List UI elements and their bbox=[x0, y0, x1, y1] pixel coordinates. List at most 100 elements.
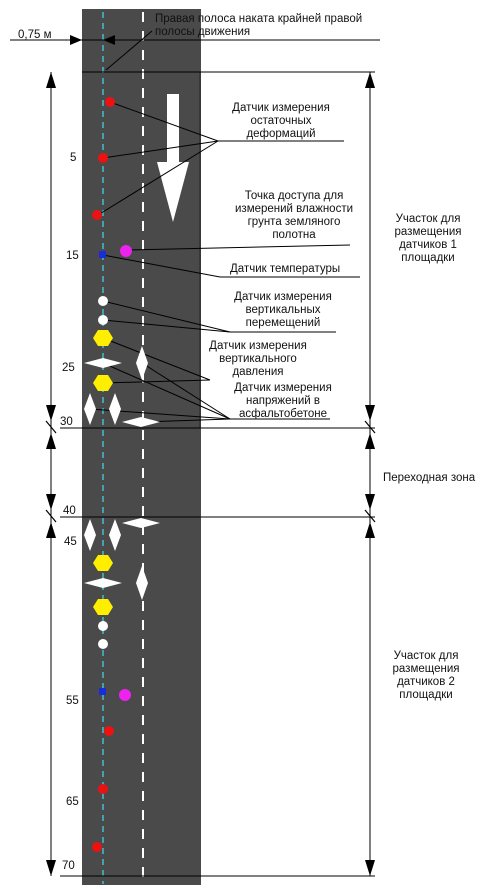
zone1-label-line1: Участок для bbox=[395, 213, 461, 225]
asphalt-stress-sensor bbox=[84, 578, 122, 588]
stress-label-line2: напряжений в bbox=[245, 395, 321, 407]
km-mark: 45 bbox=[64, 536, 77, 548]
asphalt-stress-sensor bbox=[84, 358, 122, 368]
moisture-label-line2: измерений влажности bbox=[234, 203, 354, 215]
moisture-access-point bbox=[120, 245, 132, 257]
zone2-label-line3: датчиков 2 bbox=[397, 676, 455, 688]
right-arrow bbox=[365, 494, 375, 510]
zone2-label-line4: площадки bbox=[399, 689, 453, 701]
residual-deformation-sensor bbox=[105, 97, 115, 107]
leader-moisture bbox=[127, 244, 351, 251]
right-arrow bbox=[365, 72, 375, 88]
residual-label-line1: Датчик измерения bbox=[232, 102, 330, 114]
km-mark: 40 bbox=[63, 505, 76, 517]
pressure-label-line1: Датчик измерения bbox=[209, 340, 307, 352]
zone1-label-line4: площадки bbox=[401, 252, 455, 264]
tick-mark bbox=[364, 509, 376, 523]
traffic-arrow-shaft bbox=[167, 94, 179, 164]
moisture-label-line4: полотна bbox=[272, 229, 316, 241]
km-mark: 55 bbox=[66, 695, 79, 707]
left-arrow bbox=[46, 72, 56, 88]
residual-deformation-sensor bbox=[98, 153, 108, 163]
vertical-displacement-sensor bbox=[98, 315, 108, 325]
km-mark: 70 bbox=[62, 860, 75, 872]
transition-zone-label: Переходная зона bbox=[383, 472, 476, 484]
asphalt-stress-sensor bbox=[109, 519, 121, 551]
km-mark: 15 bbox=[66, 250, 79, 262]
offset-arrow-left bbox=[70, 35, 82, 45]
zone2-label-line2: размещения bbox=[392, 663, 460, 675]
leader-pressure bbox=[102, 379, 211, 384]
left-arrow bbox=[46, 860, 56, 876]
asphalt-stress-sensor bbox=[84, 519, 96, 551]
vertical-pressure-sensor bbox=[93, 375, 113, 391]
residual-deformation-sensor bbox=[98, 784, 108, 794]
residual-deformation-sensor bbox=[104, 726, 114, 736]
tick-mark bbox=[45, 420, 57, 434]
left-arrow bbox=[46, 433, 56, 449]
right-arrow bbox=[365, 860, 375, 876]
pressure-label-line3: давления bbox=[232, 366, 284, 378]
stress-label-line3: асфальтобетоне bbox=[238, 408, 328, 420]
temperature-label: Датчик температуры bbox=[230, 263, 341, 275]
leader-residual bbox=[109, 101, 219, 142]
moisture-label-line3: грунта земляного bbox=[247, 216, 341, 228]
offset-arrow-right bbox=[103, 35, 115, 45]
km-mark: 25 bbox=[62, 362, 75, 374]
zone1-label-line2: размещения bbox=[394, 226, 462, 238]
asphalt-stress-sensor bbox=[84, 393, 96, 425]
asphalt-stress-sensor bbox=[136, 346, 148, 380]
zone2-label-line1: Участок для bbox=[393, 650, 459, 662]
leader-temperature bbox=[102, 254, 221, 278]
displacement-label-line2: вертикальных bbox=[245, 304, 321, 316]
km-mark: 30 bbox=[60, 416, 73, 428]
lane-label-leader bbox=[105, 30, 153, 71]
vertical-displacement-sensor bbox=[98, 621, 108, 631]
leader-displacement bbox=[102, 319, 231, 333]
vertical-pressure-sensor bbox=[93, 330, 113, 346]
leader-residual bbox=[102, 140, 219, 159]
vertical-displacement-sensor bbox=[98, 639, 108, 649]
road-surface bbox=[82, 9, 201, 885]
moisture-label-line1: Точка доступа для bbox=[244, 190, 344, 202]
vertical-pressure-sensor bbox=[93, 555, 113, 571]
residual-deformation-sensor bbox=[92, 210, 102, 220]
offset-label: 0,75 м bbox=[18, 29, 52, 41]
tick-mark bbox=[364, 420, 376, 434]
vertical-pressure-sensor bbox=[93, 599, 113, 615]
stress-label-line1: Датчик измерения bbox=[234, 382, 332, 394]
left-arrow bbox=[46, 522, 56, 538]
displacement-label-line3: перемещений bbox=[245, 317, 321, 329]
temperature-sensor bbox=[99, 688, 106, 695]
leader-residual bbox=[97, 140, 219, 216]
residual-label-line2: остаточных bbox=[250, 115, 312, 127]
right-arrow bbox=[365, 405, 375, 421]
leader-pressure bbox=[102, 337, 211, 381]
lane-label-line1: Правая полоса наката крайней правой bbox=[155, 13, 363, 25]
asphalt-stress-sensor bbox=[122, 518, 160, 528]
km-mark: 65 bbox=[66, 796, 79, 808]
asphalt-stress-sensor bbox=[136, 566, 148, 600]
leader-displacement bbox=[102, 300, 231, 333]
moisture-access-point bbox=[119, 689, 131, 701]
leader-stress bbox=[102, 362, 231, 420]
displacement-label-line1: Датчик измерения bbox=[234, 291, 332, 303]
temperature-sensor bbox=[99, 251, 106, 258]
left-arrow bbox=[46, 405, 56, 421]
residual-label-line3: деформаций bbox=[246, 128, 316, 140]
lane-label-line2: полосы движения bbox=[155, 26, 251, 38]
right-arrow bbox=[365, 522, 375, 538]
pressure-label-line2: вертикального bbox=[219, 353, 297, 365]
asphalt-stress-sensor bbox=[109, 393, 121, 425]
zone1-label-line3: датчиков 1 bbox=[399, 239, 457, 251]
tick-mark bbox=[45, 509, 57, 523]
left-arrow bbox=[46, 494, 56, 510]
asphalt-stress-sensor bbox=[122, 417, 160, 427]
right-arrow bbox=[365, 433, 375, 449]
residual-deformation-sensor bbox=[92, 842, 102, 852]
km-mark: 5 bbox=[70, 152, 77, 164]
vertical-displacement-sensor bbox=[98, 296, 108, 306]
leader-stress bbox=[141, 362, 231, 420]
